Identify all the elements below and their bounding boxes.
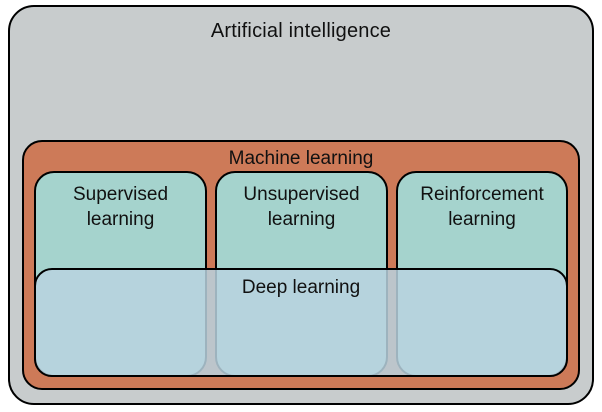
reinforcement-learning-label: Reinforcement learning xyxy=(420,184,544,230)
machine-learning-label: Machine learning xyxy=(228,148,374,169)
supervised-learning-label: Supervised learning xyxy=(72,184,169,230)
deep-learning-label: Deep learning xyxy=(241,277,361,298)
artificial-intelligence-label: Artificial intelligence xyxy=(210,20,392,42)
deep-learning-box: Deep learning xyxy=(34,268,568,377)
unsupervised-learning-label: Unsupervised learning xyxy=(243,184,360,230)
